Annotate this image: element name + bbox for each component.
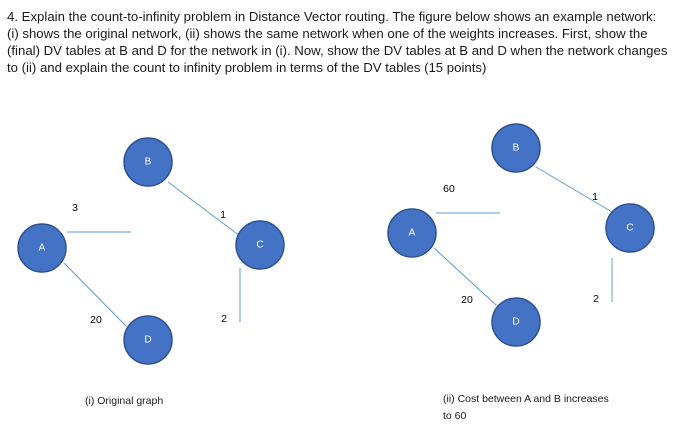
node-b-changed: B: [491, 123, 541, 173]
node-d: D: [123, 315, 173, 365]
question-text: 4. Explain the count-to-infinity problem…: [7, 9, 668, 75]
weight-a-b-changed: 60: [443, 183, 455, 195]
node-a-label: A: [39, 243, 46, 254]
caption-original: (i) Original graph: [85, 395, 164, 407]
weight-a-d-changed: 20: [461, 294, 473, 306]
graph-original: 3 1 20 2 A B C D: [17, 137, 285, 365]
node-d-label: D: [144, 335, 151, 346]
node-b: B: [123, 137, 173, 187]
node-c: C: [235, 220, 285, 270]
edge-a-d-changed: [433, 247, 497, 306]
node-c-label: C: [256, 240, 263, 251]
weight-d-c: 2: [221, 313, 227, 325]
node-b-changed-label: B: [513, 143, 520, 154]
weight-d-c-changed: 2: [593, 293, 599, 305]
node-c-changed: C: [605, 203, 655, 253]
node-a-changed: A: [387, 208, 437, 258]
weight-b-c: 1: [220, 209, 226, 221]
caption-changed-line2: to 60: [443, 410, 467, 422]
caption-changed-line1: (ii) Cost between A and B increases: [443, 393, 609, 405]
weight-a-b: 3: [72, 202, 78, 214]
node-a-changed-label: A: [409, 228, 416, 239]
edge-a-d: [63, 262, 127, 327]
graph-changed: 60 1 20 2 A B C D: [387, 123, 655, 347]
node-a: A: [17, 223, 67, 273]
weight-a-d: 20: [90, 314, 102, 326]
node-d-changed: D: [491, 297, 541, 347]
node-c-changed-label: C: [626, 223, 633, 234]
node-b-label: B: [145, 157, 152, 168]
edge-b-c: [167, 181, 241, 237]
edge-b-c-changed: [535, 166, 613, 213]
weight-b-c-changed: 1: [592, 191, 598, 203]
node-d-changed-label: D: [512, 317, 519, 328]
